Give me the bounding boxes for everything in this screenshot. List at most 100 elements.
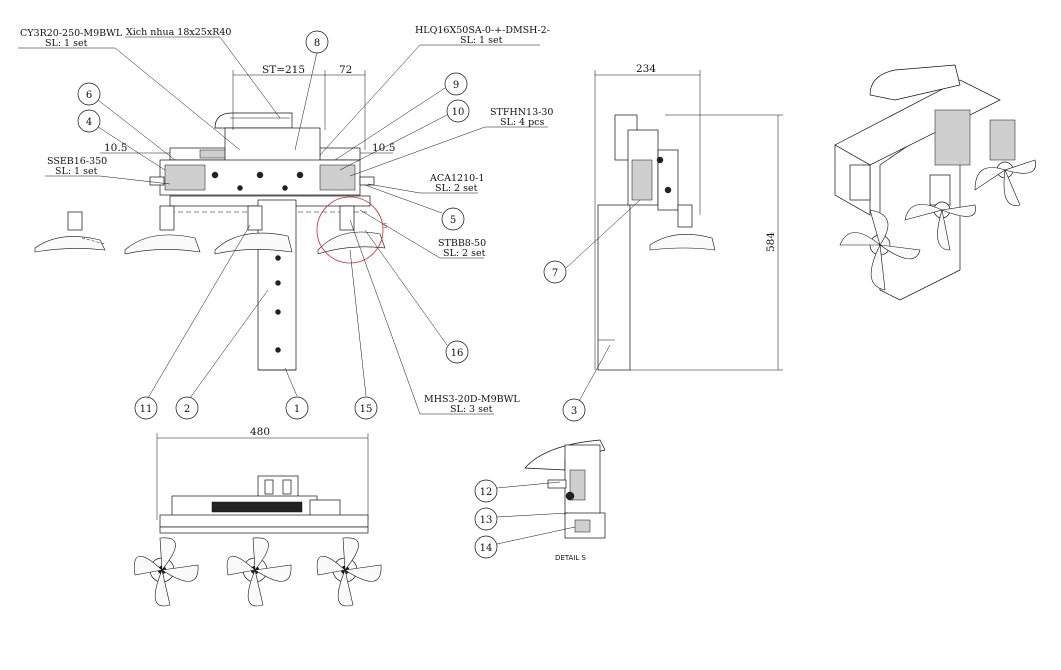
label-hlq16-part: HLQ16X50SA-0-+-DMSH-2-: [415, 25, 550, 36]
top-fan-blade: [247, 569, 264, 607]
label-stbb8-qty: SL: 2 set: [443, 248, 486, 259]
fan-blade-side: [34, 236, 106, 253]
top-fan-blade: [342, 537, 359, 571]
iso-fan-blade: [904, 204, 943, 221]
balloon-12: 12: [474, 479, 498, 503]
balloon-number: 2: [184, 404, 190, 415]
balloon-number: 16: [451, 348, 464, 359]
top-slot: [282, 479, 292, 495]
detail-sensor: [565, 491, 575, 501]
iso-fan-right: [974, 159, 1036, 206]
leader-1: [284, 367, 298, 397]
bolt: [237, 185, 243, 191]
leader-8: [294, 51, 318, 151]
top-fan-blade: [254, 564, 292, 582]
leader-15: [349, 249, 367, 397]
fan-blade-side: [317, 231, 386, 255]
iso-left-module: [849, 164, 871, 201]
leader-sseb16: [99, 175, 171, 185]
top-fan-blade: [226, 555, 256, 576]
gripper: [247, 205, 263, 231]
iso-fan-blade: [869, 209, 889, 246]
detail-gripper-jaw: [574, 519, 591, 533]
balloon-2: 2: [175, 396, 199, 420]
column-hole: [275, 255, 281, 261]
shock-absorber-left: [149, 176, 165, 186]
top-gripper-bar-lower: [159, 526, 369, 534]
iso-fan-blade: [870, 243, 886, 291]
iso-fan-blade: [1003, 159, 1036, 174]
leader-2: [189, 289, 269, 399]
balloon-number: 5: [450, 215, 456, 226]
iso-fan-blade: [1003, 168, 1021, 206]
balloon-15: 15: [354, 396, 378, 420]
iso-fan-left: [839, 209, 921, 291]
bolt: [296, 171, 304, 179]
isometric-view: [834, 64, 1036, 301]
leader-14: [496, 526, 576, 545]
balloon-number: 10: [452, 107, 465, 118]
dim-72: 72: [339, 64, 352, 76]
leader-cy3r20: [114, 47, 241, 151]
fan-blade-side: [124, 234, 201, 255]
balloon-10: 10: [446, 99, 470, 123]
iso-fan-blade: [940, 204, 976, 217]
side-block: [631, 159, 653, 201]
top-actuator-slot: [211, 501, 303, 513]
balloon-number: 8: [314, 38, 320, 49]
balloon-3: 3: [562, 398, 586, 422]
leader-7: [565, 199, 641, 269]
iso-cable-chain: [869, 64, 961, 101]
leader-10: [339, 114, 448, 171]
balloon-8: 8: [305, 30, 329, 54]
balloon-number: 4: [86, 117, 92, 128]
top-fan-blade: [159, 537, 176, 571]
side-fitting: [664, 186, 672, 194]
top-fan-3: [316, 537, 382, 607]
side-fan-blade: [649, 234, 716, 251]
leader-9: [334, 87, 446, 161]
right-end-block: [319, 164, 356, 191]
label-cy3r20-qty: SL: 1 set: [45, 38, 88, 49]
label-mhs3-part: MHS3-20D-M9BWL: [424, 394, 520, 405]
top-fan-blade: [316, 555, 346, 576]
dim-10-5-left: 10.5: [104, 142, 127, 154]
leader-13: [496, 512, 569, 518]
leader-6: [97, 99, 176, 161]
gripper: [159, 205, 175, 231]
iso-end-block: [989, 119, 1016, 161]
dim-stroke: ST=215: [262, 64, 305, 76]
top-fan-1: [134, 537, 199, 607]
balloon-number: 7: [552, 268, 558, 279]
balloon-11: 11: [134, 396, 158, 420]
dim-234: 234: [636, 63, 656, 75]
label-cy3r20-part: CY3R20-250-M9BWL: [20, 28, 123, 39]
label-xich-nhua: Xich nhua 18x25xR40: [126, 27, 231, 38]
left-end-block: [164, 164, 206, 191]
label-sseb16-part: SSEB16-350: [47, 156, 107, 167]
top-fan-2: [226, 537, 292, 607]
detail-block: [569, 469, 586, 501]
bolt: [282, 185, 288, 191]
iso-fan-blade: [839, 232, 881, 246]
column-hole: [275, 309, 281, 315]
iso-mid-module: [929, 174, 951, 206]
label-aca1210-part: ACA1210-1: [429, 173, 484, 184]
hidden-line: [81, 237, 106, 245]
balloon-number: 14: [480, 543, 493, 554]
balloon-14: 14: [474, 535, 498, 559]
balloon-number: 12: [480, 487, 493, 498]
leader-mhs3: [349, 219, 421, 415]
detail-s-circle: [316, 196, 384, 264]
top-gripper-bar: [159, 514, 369, 528]
bolt: [211, 171, 219, 179]
top-fan-blade: [134, 555, 163, 576]
shock-absorber-right: [359, 176, 375, 186]
leader-stfhn13: [349, 126, 486, 177]
balloon-number: 9: [453, 80, 459, 91]
leader-11: [147, 224, 251, 399]
balloon-7: 7: [543, 260, 567, 284]
side-fitting: [656, 156, 664, 164]
balloons: 1 2 3 4 5 6 7 8 9 10 11 12 13 14 15 16: [77, 30, 586, 559]
